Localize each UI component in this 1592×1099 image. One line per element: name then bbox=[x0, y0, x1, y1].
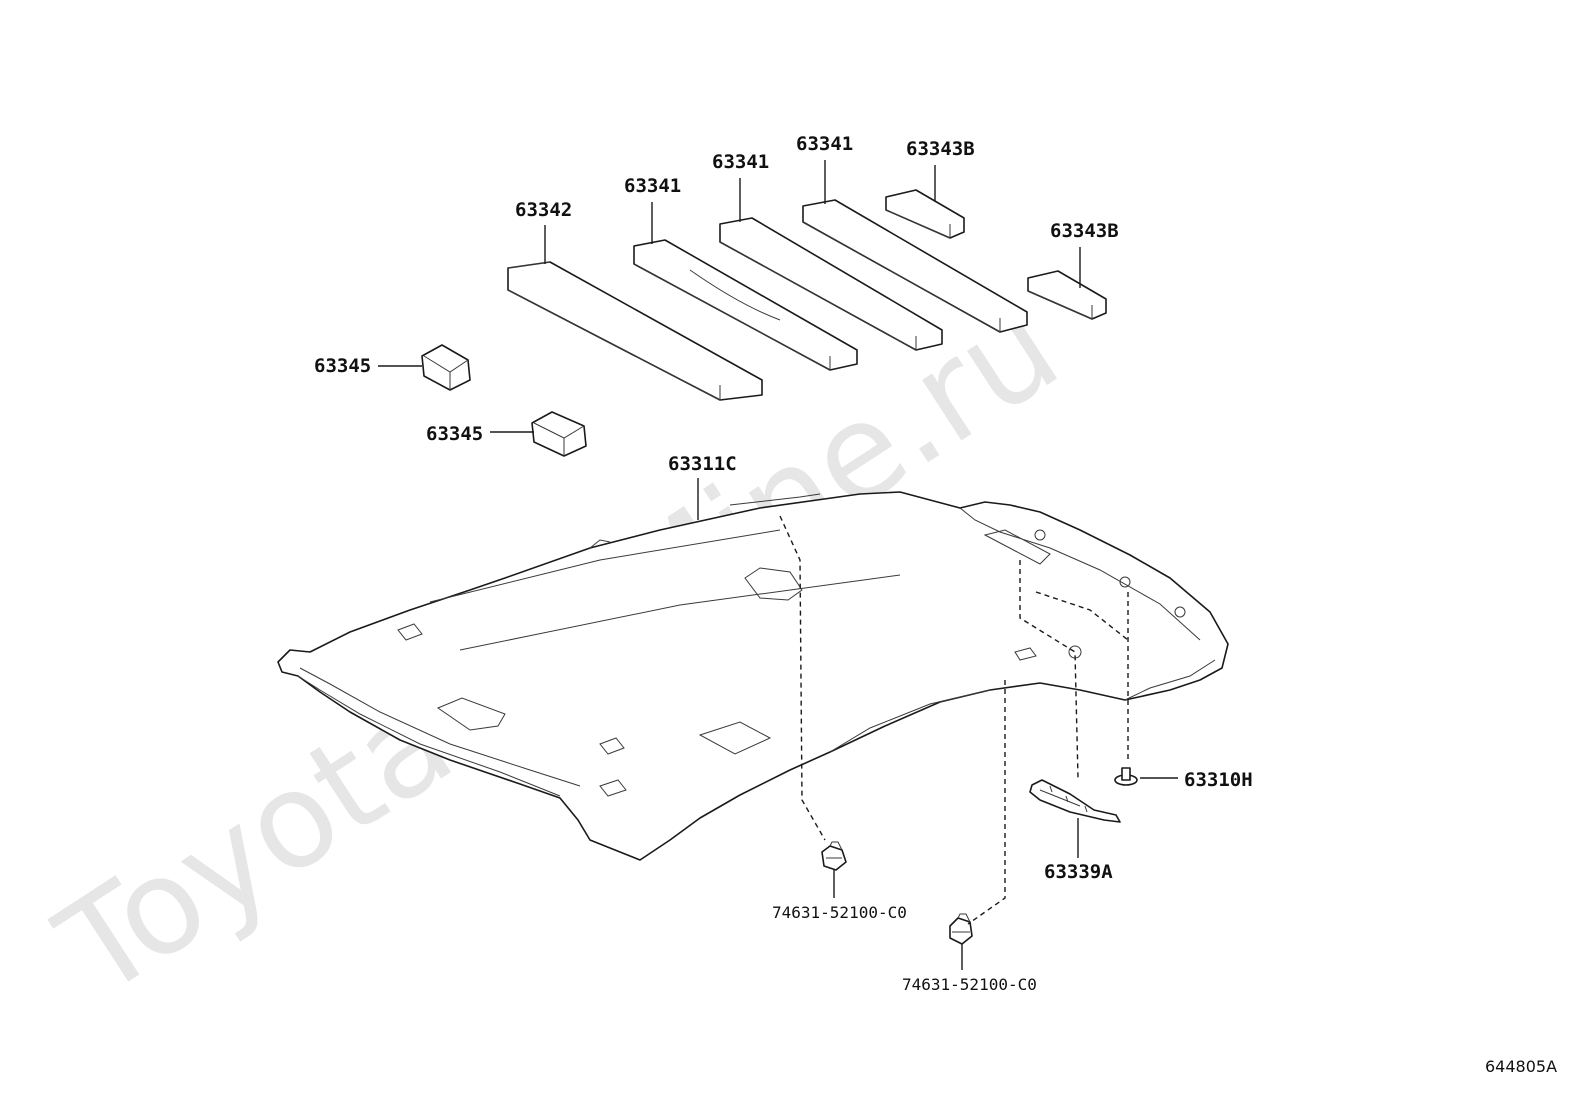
callout-63311c: 63311C bbox=[668, 453, 737, 475]
callout-63345-b: 63345 bbox=[426, 423, 483, 445]
assembly-line-bracket-b bbox=[1035, 591, 1129, 641]
pad-63342[interactable] bbox=[507, 261, 763, 401]
leader-lines bbox=[378, 160, 1178, 970]
assembly-line-holder-b bbox=[967, 680, 1006, 925]
bracket-63339a[interactable] bbox=[1029, 779, 1121, 823]
callout-63341-b: 63341 bbox=[712, 151, 769, 173]
pad-63341-b[interactable] bbox=[719, 217, 943, 351]
visor-holder-a[interactable] bbox=[821, 841, 847, 871]
assembly-line-bracket bbox=[1019, 560, 1079, 779]
headliner-63311c[interactable] bbox=[277, 491, 1229, 861]
pad-63345-b[interactable] bbox=[531, 411, 587, 457]
pad-63341-c[interactable] bbox=[802, 199, 1028, 333]
callout-63339a: 63339A bbox=[1044, 861, 1113, 883]
pad-63343b-a[interactable] bbox=[885, 189, 965, 239]
clip-63310h[interactable] bbox=[1114, 767, 1138, 786]
callout-visor-holder-a: 74631-52100-C0 bbox=[772, 903, 907, 922]
callout-63343b-a: 63343B bbox=[906, 138, 975, 160]
pad-63345-a[interactable] bbox=[421, 344, 471, 391]
callout-63342: 63342 bbox=[515, 199, 572, 221]
visor-holder-b[interactable] bbox=[949, 913, 973, 945]
callout-63341-c: 63341 bbox=[796, 133, 853, 155]
callout-63343b-b: 63343B bbox=[1050, 220, 1119, 242]
callout-63341-a: 63341 bbox=[624, 175, 681, 197]
diagram-code: 644805A bbox=[1485, 1057, 1557, 1076]
pad-63341-a[interactable] bbox=[633, 239, 858, 371]
callout-63310h: 63310H bbox=[1184, 769, 1253, 791]
callout-63345-a: 63345 bbox=[314, 355, 371, 377]
pad-63343b-b[interactable] bbox=[1027, 270, 1107, 320]
callout-visor-holder-b: 74631-52100-C0 bbox=[902, 975, 1037, 994]
